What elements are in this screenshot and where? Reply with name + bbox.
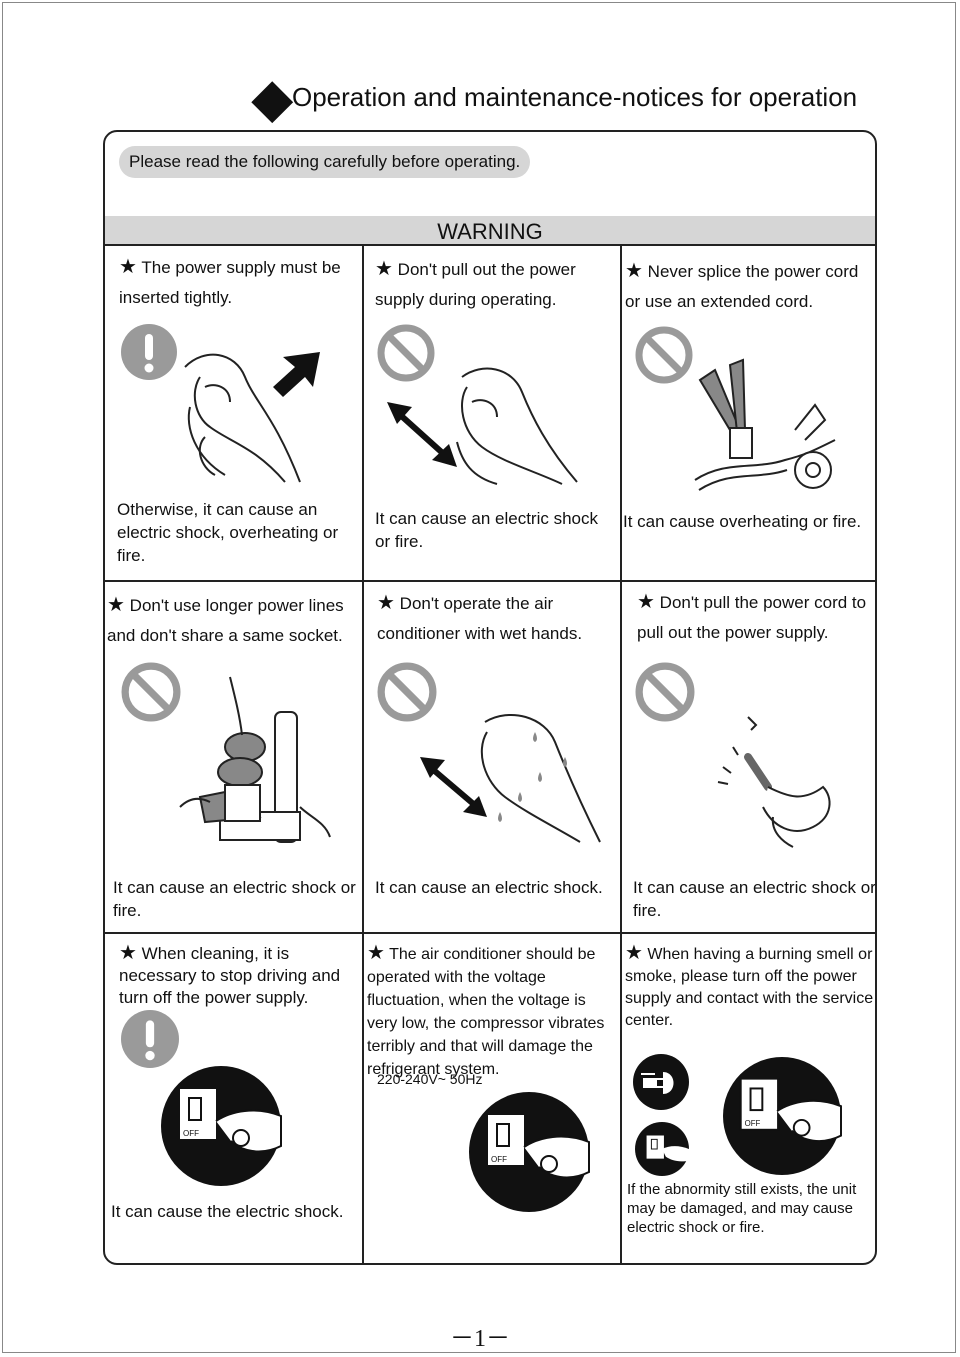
notice-2-consequence: It can cause an electric shock or fire.: [375, 509, 599, 551]
prohibition-icon: [377, 662, 437, 722]
notice-9-text: When having a burning smell or smoke, pl…: [625, 946, 874, 1029]
off-switch-icon: OFF: [723, 1057, 842, 1175]
notice-5-consequence: It can cause an electric shock.: [375, 878, 603, 897]
notice-7-consequence: It can cause the electric shock.: [111, 1202, 344, 1221]
notice-3-text: Never splice the power cord or use an ex…: [625, 262, 859, 311]
switch-off-small-icon: [635, 1122, 689, 1176]
hand-pulling-plug-illustration: [387, 367, 578, 485]
grid-line: [620, 244, 622, 1263]
off-switch-icon: OFF: [469, 1092, 590, 1212]
notice-5-text: Don't operate the air conditioner with w…: [377, 594, 583, 643]
notice-3-consequence: It can cause overheating or fire.: [623, 512, 862, 531]
notice-4-text: Don't use longer power lines and don't s…: [107, 596, 344, 645]
off-label: OFF: [491, 1155, 507, 1164]
notice-6-consequence: It can cause an electric shock or fire.: [633, 878, 876, 920]
notice-8-heading: ★ The air conditioner should be operated…: [367, 942, 617, 1081]
pliers-cord-illustration: [694, 358, 836, 491]
prohibition-icon: [121, 662, 181, 722]
page-title: Operation and maintenance-notices for op…: [250, 80, 858, 124]
notice-2-text: Don't pull out the power supply during o…: [375, 260, 576, 309]
notice-9-consequence: If the abnormity still exists, the unit …: [627, 1181, 857, 1236]
prohibition-icon: [635, 326, 693, 384]
page-number: －1－: [450, 1326, 510, 1352]
pulling-cord-illustration: [717, 716, 831, 848]
exclamation-icon: [121, 324, 177, 380]
notice-5-heading: ★ Don't operate the air conditioner with…: [377, 588, 617, 649]
grid-line: [362, 244, 364, 1263]
hand-plug-illustration: [184, 352, 320, 483]
grid-line: [105, 244, 875, 246]
star-icon: ★: [367, 942, 385, 964]
unplug-icon: [633, 1054, 689, 1110]
notice-1-text: The power supply must be inserted tightl…: [119, 258, 341, 307]
notice-1-consequence: Otherwise, it can cause an electric shoc…: [117, 500, 339, 565]
notice-8-text: The air conditioner should be operated w…: [367, 946, 605, 1078]
page-title-text: Operation and maintenance-notices for op…: [292, 81, 858, 112]
notice-6-heading: ★ Don't pull the power cord to pull out …: [637, 587, 875, 648]
star-icon: ★: [119, 942, 137, 964]
notice-4-heading: ★ Don't use longer power lines and don't…: [107, 590, 363, 651]
off-switch-icon: OFF: [161, 1066, 282, 1186]
grid-line: [105, 932, 875, 934]
notice-3-heading: ★ Never splice the power cord or use an …: [625, 256, 875, 317]
star-icon: ★: [625, 942, 643, 964]
voltage-label: 220-240V~ 50Hz: [377, 1071, 483, 1087]
grid-line: [105, 580, 875, 582]
star-icon: ★: [377, 592, 395, 614]
star-icon: ★: [375, 258, 393, 280]
diamond-bullet-icon: [251, 81, 294, 124]
star-icon: ★: [119, 256, 137, 278]
power-strip-illustration: [179, 676, 331, 843]
notice-2-heading: ★ Don't pull out the power supply during…: [375, 254, 615, 315]
star-icon: ★: [625, 260, 643, 282]
notice-4-consequence: It can cause an electric shock or fire.: [113, 878, 356, 920]
star-icon: ★: [107, 594, 125, 616]
notice-7-heading: ★ When cleaning, it is necessary to stop…: [119, 942, 359, 1009]
prohibition-icon: [377, 324, 435, 382]
star-icon: ★: [637, 591, 655, 613]
wet-hand-illustration: [420, 713, 601, 843]
intro-banner: Please read the following carefully befo…: [119, 146, 531, 178]
warning-heading: WARNING: [105, 216, 875, 244]
notice-9-heading: ★ When having a burning smell or smoke, …: [625, 942, 875, 1032]
off-label: OFF: [183, 1129, 199, 1138]
exclamation-icon: [121, 1010, 179, 1068]
prohibition-icon: [635, 662, 695, 722]
warning-panel: Please read the following carefully befo…: [103, 130, 877, 1265]
notice-6-text: Don't pull the power cord to pull out th…: [637, 593, 867, 642]
notice-7-text: When cleaning, it is necessary to stop d…: [119, 944, 341, 1007]
off-label: OFF: [745, 1119, 761, 1128]
notice-1-heading: ★ The power supply must be inserted tigh…: [119, 252, 359, 313]
